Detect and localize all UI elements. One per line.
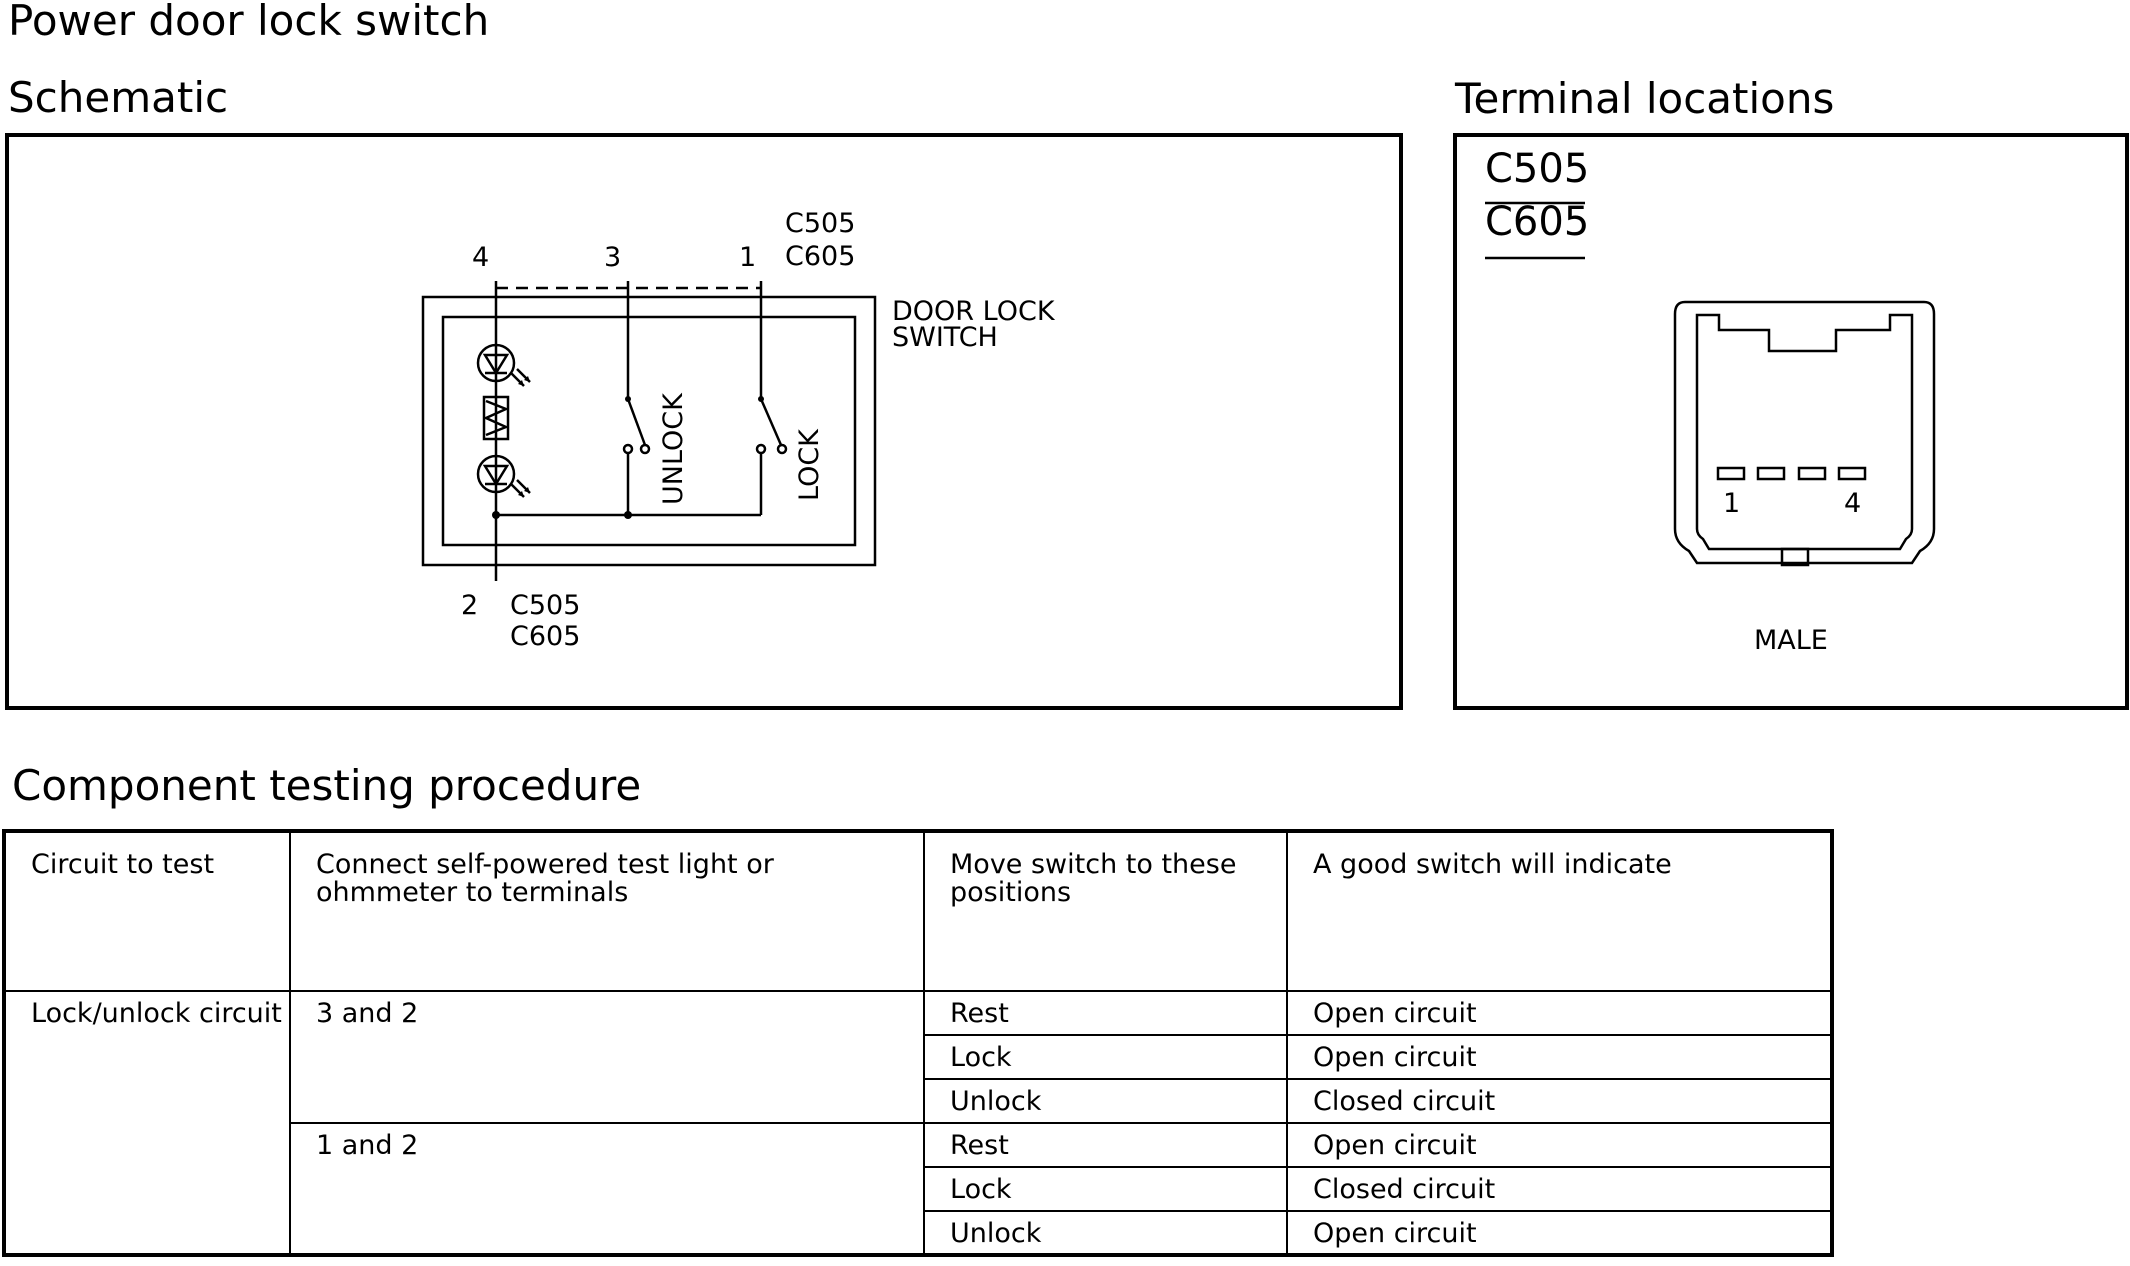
- upper-led-triangle: [482, 353, 510, 376]
- table-row: Unlock Open circuit: [4, 1210, 1833, 1256]
- pin-4-label: 4: [472, 242, 489, 273]
- lock-contact-right: [776, 443, 788, 455]
- unlock-switch-blade: [626, 398, 647, 446]
- unlock-label: UNLOCK: [658, 392, 689, 505]
- header-switch-positions: Move switch to these positions: [923, 830, 1288, 992]
- lock-contact-left: [755, 443, 767, 455]
- result-cell: Open circuit: [1286, 1210, 1833, 1256]
- circuit-cell: Lock/unlock circuit: [3, 990, 291, 1256]
- result-cell: Open circuit: [1286, 1122, 1833, 1168]
- position-cell: Rest: [923, 990, 1288, 1036]
- table-row: Unlock Closed circuit: [4, 1078, 1833, 1124]
- table-row: Lock Closed circuit: [4, 1166, 1833, 1212]
- component-testing-heading: Component testing procedure: [12, 761, 642, 810]
- terminal-pin-1: [1716, 466, 1746, 481]
- schematic-panel: 4 3 1 2 C505 C605 C505 C605 DOOR LOCK SW…: [5, 133, 1403, 710]
- connector-bottom-c505: C505: [510, 590, 580, 621]
- schematic-diagram: 4 3 1 2 C505 C605 C505 C605 DOOR LOCK SW…: [421, 208, 1056, 652]
- component-label-line2: SWITCH: [892, 322, 998, 353]
- connector-top-c605: C605: [785, 241, 855, 272]
- connector-gender-label: MALE: [1754, 625, 1828, 656]
- table-row: Lock Open circuit: [4, 1034, 1833, 1080]
- terminal-connector-c505: C505: [1485, 146, 1589, 192]
- position-cell: Lock: [923, 1166, 1288, 1212]
- terminal-pin-2: [1756, 466, 1786, 481]
- terminal-connector-c605: C605: [1485, 199, 1589, 245]
- position-cell: Unlock: [923, 1078, 1288, 1124]
- component-testing-table: Circuit to test Connect self-powered tes…: [2, 829, 1834, 1257]
- connector-shell-inner: [1695, 313, 1914, 551]
- schematic-heading: Schematic: [8, 73, 229, 122]
- header-circuit-to-test: Circuit to test: [3, 830, 291, 992]
- terminal-pin-3: [1797, 466, 1827, 481]
- terminals-cell: 3 and 2: [289, 990, 925, 1124]
- terminals-cell: 1 and 2: [289, 1122, 925, 1256]
- result-cell: Open circuit: [1286, 1034, 1833, 1080]
- connector-face-diagram: C505 C605 1 4 MALE: [1485, 146, 1936, 656]
- page-title: Power door lock switch: [8, 0, 490, 45]
- header-connect-terminals: Connect self-powered test light or ohmme…: [289, 830, 925, 992]
- header-good-switch-indication: A good switch will indicate: [1286, 830, 1833, 992]
- terminal-pin-4-label: 4: [1844, 488, 1861, 519]
- unlock-contact-left: [622, 443, 634, 455]
- upper-led-body: [476, 343, 516, 383]
- pin-3-label: 3: [604, 242, 621, 273]
- position-cell: Rest: [923, 1122, 1288, 1168]
- result-cell: Closed circuit: [1286, 1166, 1833, 1212]
- table-header-row: Circuit to test Connect self-powered tes…: [3, 830, 1833, 992]
- lower-led-body: [476, 454, 516, 494]
- table-row: 1 and 2 Rest Open circuit: [4, 1122, 1833, 1256]
- terminal-pin-4: [1837, 466, 1867, 481]
- switch-housing-inner: [441, 315, 857, 547]
- junction-dot-left: [492, 511, 500, 519]
- terminal-locations-heading: Terminal locations: [1455, 74, 1835, 123]
- connector-top-c505: C505: [785, 208, 855, 239]
- position-cell: Unlock: [923, 1210, 1288, 1256]
- component-label-line1: DOOR LOCK: [892, 296, 1056, 327]
- connector-shell-outer: [1673, 300, 1936, 565]
- pin-1-label: 1: [739, 242, 756, 273]
- terminal-pin-1-label: 1: [1723, 488, 1740, 519]
- table-row: Lock/unlock circuit 3 and 2 Rest Open ci…: [3, 990, 1833, 1256]
- junction-dot-middle: [624, 511, 632, 519]
- switch-housing-outer: [421, 295, 877, 567]
- connector-bottom-c605: C605: [510, 621, 580, 652]
- result-cell: Closed circuit: [1286, 1078, 1833, 1124]
- unlock-contact-right: [639, 443, 651, 455]
- connector-key-tab: [1780, 547, 1810, 567]
- lock-label: LOCK: [794, 428, 825, 501]
- position-cell: Lock: [923, 1034, 1288, 1080]
- terminal-locations-panel: C505 C605 1 4 MALE: [1453, 133, 2129, 710]
- lock-switch-blade: [759, 398, 783, 446]
- resistor-zigzag: [482, 399, 510, 437]
- result-cell: Open circuit: [1286, 990, 1833, 1036]
- lower-led-triangle: [482, 464, 510, 487]
- pin-2-label: 2: [461, 590, 478, 621]
